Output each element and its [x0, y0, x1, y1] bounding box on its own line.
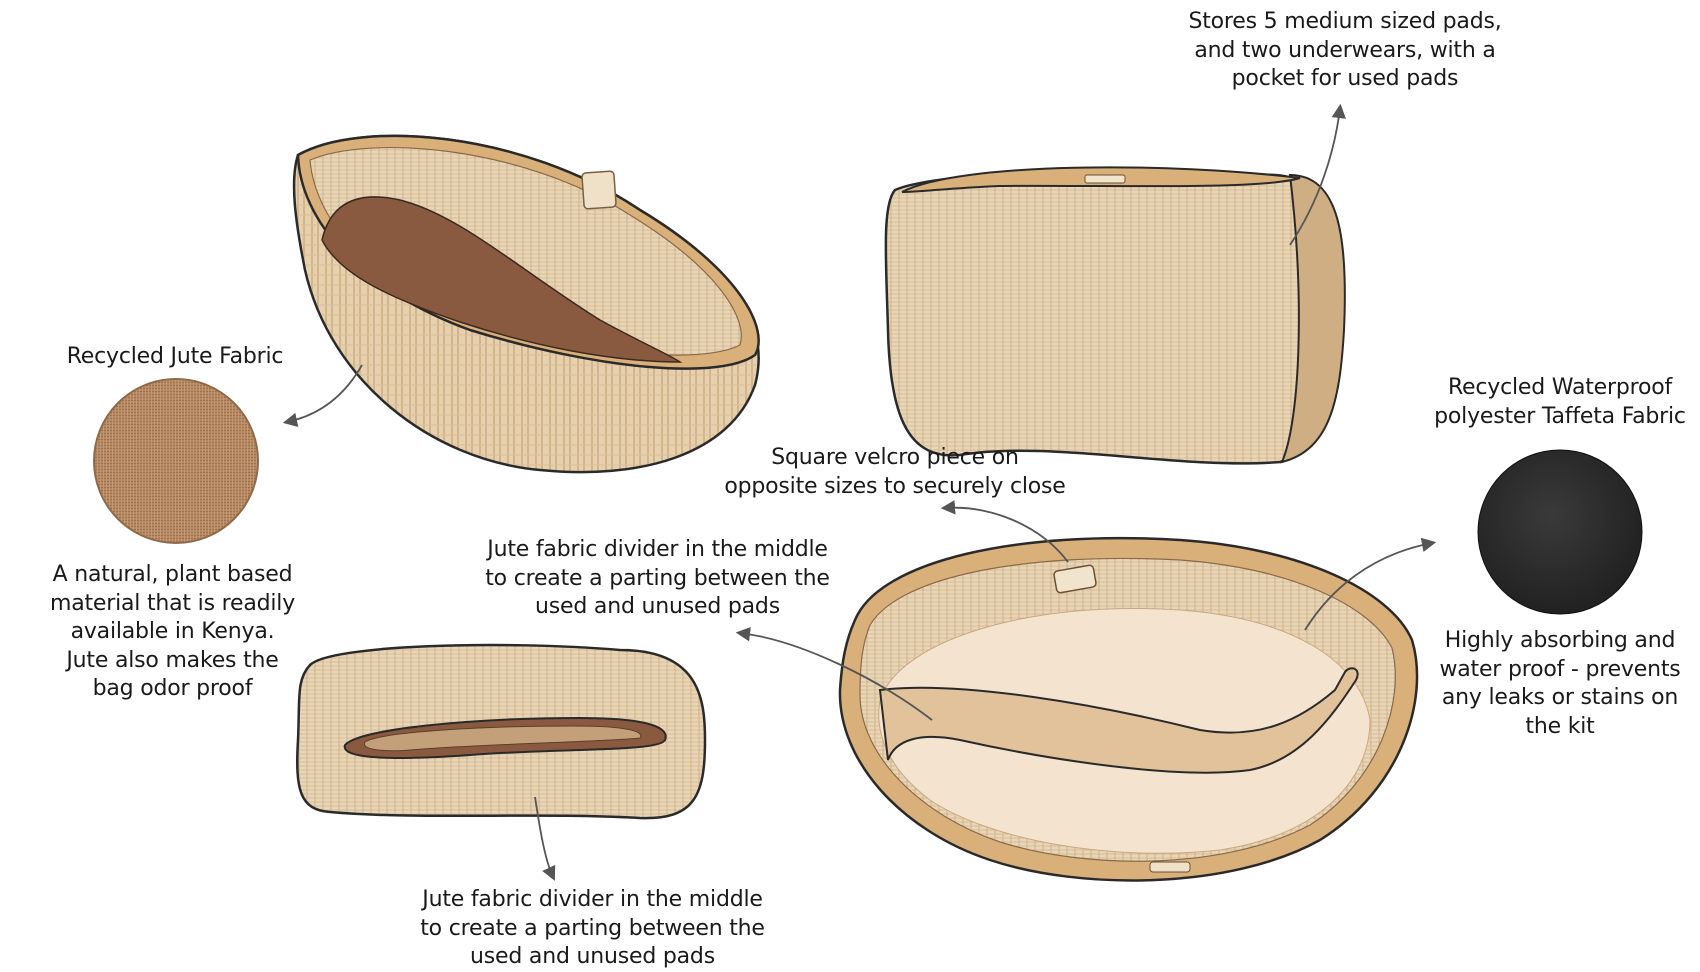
closed-pouch-illustration	[884, 166, 1346, 465]
waterproof-description-line: water proof - prevents	[1439, 656, 1681, 682]
storage-label-line: Stores 5 medium sized pads,	[1188, 9, 1502, 34]
waterproof-fabric-title: Recycled Waterproof polyester Taffeta Fa…	[1400, 374, 1700, 431]
velcro-label-line: Square velcro piece on	[771, 445, 1019, 470]
jute-description-line: material that is readily	[49, 590, 296, 616]
divider-bottom-label: Jute fabric divider in the middle to cre…	[405, 886, 780, 972]
arrow-jute	[282, 364, 363, 427]
divider-middle-line: used and unused pads	[535, 594, 780, 619]
storage-label-line: and two underwears, with a	[1194, 37, 1496, 63]
waterproof-description-line: any leaks or stains on	[1441, 685, 1679, 710]
arrow-divider-middle	[735, 627, 933, 721]
flat-divider-illustration	[296, 643, 707, 820]
storage-label: Stores 5 medium sized pads, and two unde…	[1160, 8, 1530, 94]
divider-middle-line: to create a parting between the	[485, 565, 830, 591]
divider-bottom-line: used and unused pads	[470, 944, 715, 969]
jute-description-line: available in Kenya.	[70, 619, 275, 644]
bottom-bag-divider-strip	[878, 667, 1359, 774]
jute-description-line: bag odor proof	[92, 676, 253, 701]
open-bag-lining	[321, 196, 683, 363]
waterproof-fabric-description: Highly absorbing and water proof - preve…	[1415, 627, 1700, 741]
open-bag-divider-illustration	[838, 536, 1419, 882]
pouch-zipper-tab	[1084, 174, 1126, 184]
waterproof-title-line: Recycled Waterproof	[1447, 375, 1673, 400]
arrow-velcro	[940, 500, 1069, 563]
taffeta-fabric-swatch	[1477, 449, 1643, 615]
jute-fabric-description: A natural, plant based material that is …	[30, 561, 315, 704]
velcro-square	[581, 170, 617, 210]
velcro-label: Square velcro piece on opposite sizes to…	[715, 444, 1075, 501]
pouch-body	[884, 168, 1343, 465]
open-bag-illustration	[292, 134, 760, 474]
divider-bottom-line: to create a parting between the	[420, 915, 765, 941]
velcro-label-line: opposite sizes to securely close	[724, 473, 1066, 499]
divider-bottom-line: Jute fabric divider in the middle	[422, 887, 763, 912]
arrow-waterproof	[1304, 537, 1437, 631]
jute-fabric-swatch	[93, 378, 259, 544]
bottom-velcro-square	[1053, 564, 1097, 594]
arrow-divider-bottom	[534, 796, 556, 881]
divider-middle-label: Jute fabric divider in the middle to cre…	[470, 536, 845, 622]
waterproof-description-line: Highly absorbing and	[1444, 628, 1676, 653]
pouch-side	[1280, 173, 1346, 464]
jute-description-line: A natural, plant based	[52, 562, 293, 587]
divider-middle-line: Jute fabric divider in the middle	[487, 537, 828, 562]
jute-fabric-title: Recycled Jute Fabric	[66, 344, 284, 369]
storage-label-line: pocket for used pads	[1231, 66, 1459, 91]
bottom-bag-tab	[1149, 861, 1191, 873]
waterproof-title-line: polyester Taffeta Fabric	[1434, 403, 1686, 429]
jute-description-line: Jute also makes the	[66, 647, 279, 673]
arrow-storage	[1289, 103, 1346, 246]
flat-divider-slot-inner	[363, 725, 642, 752]
waterproof-description-line: the kit	[1525, 713, 1595, 739]
